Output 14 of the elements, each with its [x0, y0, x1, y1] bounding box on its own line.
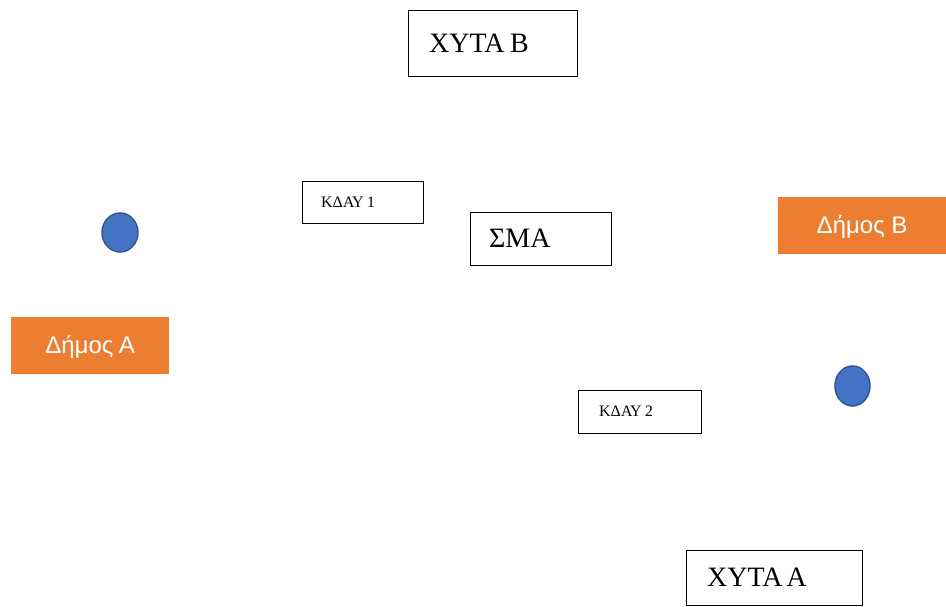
- facility-box: [470, 212, 612, 266]
- node-label: ΚΔΑΥ 1: [321, 194, 375, 212]
- municipality-box: [778, 197, 946, 254]
- facility-box: [302, 181, 424, 224]
- node-label: Δήμος Β: [816, 212, 908, 240]
- node-label: ΧΥΤΑ Β: [429, 28, 529, 60]
- node-label: ΚΔΑΥ 2: [599, 403, 653, 421]
- node-label: Δήμος Α: [45, 332, 135, 360]
- facility-box: [578, 390, 702, 434]
- facility-box: [408, 10, 578, 77]
- facility-box: [686, 550, 863, 606]
- municipality-box: [11, 317, 169, 374]
- node-label: ΧΥΤΑ Α: [707, 562, 807, 594]
- node-label: ΣΜΑ: [489, 223, 550, 255]
